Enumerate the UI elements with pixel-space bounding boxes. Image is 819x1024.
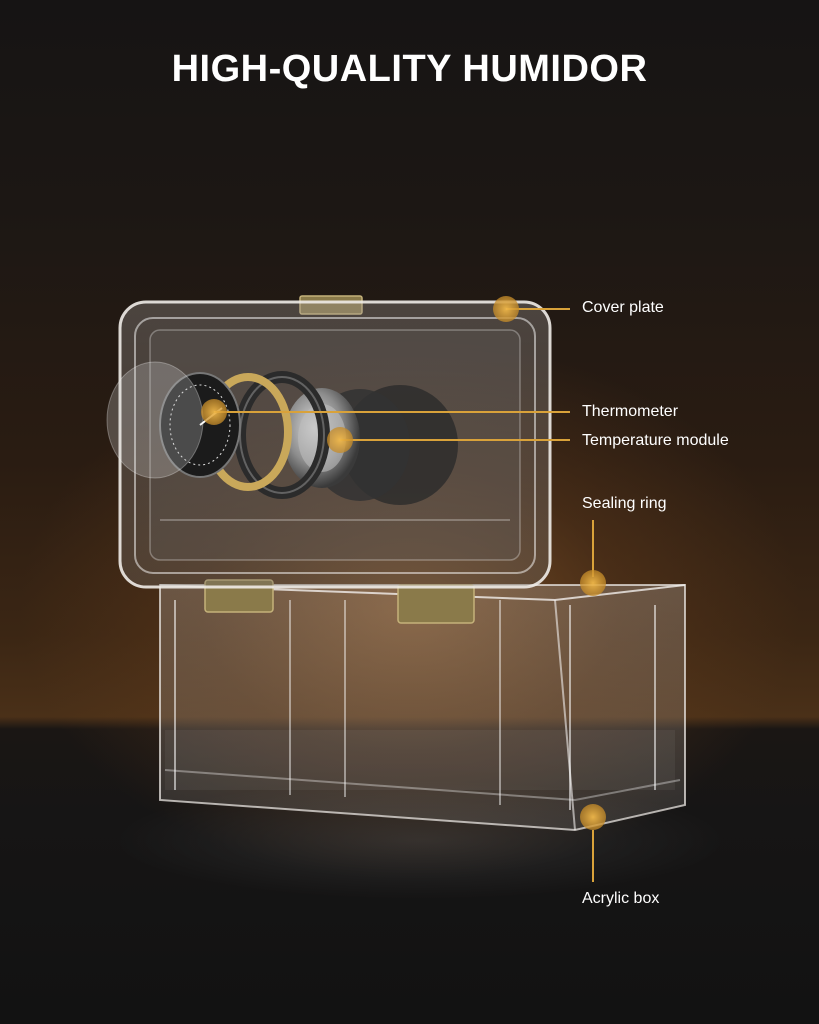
label-cover-plate: Cover plate <box>582 299 664 316</box>
callout-lines <box>214 308 594 882</box>
page-title: HIGH-QUALITY HUMIDOR <box>171 48 648 90</box>
acrylic-box <box>159 584 686 832</box>
thermometer <box>106 361 241 479</box>
callout-dot-temperature-module <box>327 427 353 453</box>
label-sealing-ring: Sealing ring <box>582 495 667 512</box>
label-thermometer: Thermometer <box>582 403 679 420</box>
label-acrylic-box: Acrylic box <box>582 890 660 907</box>
callout-dot-thermometer <box>201 399 227 425</box>
label-temperature-module: Temperature module <box>582 432 729 449</box>
callout-dot-cover-plate <box>493 296 519 322</box>
callout-dot-acrylic-box <box>580 804 606 830</box>
callout-dot-sealing-ring <box>580 570 606 596</box>
